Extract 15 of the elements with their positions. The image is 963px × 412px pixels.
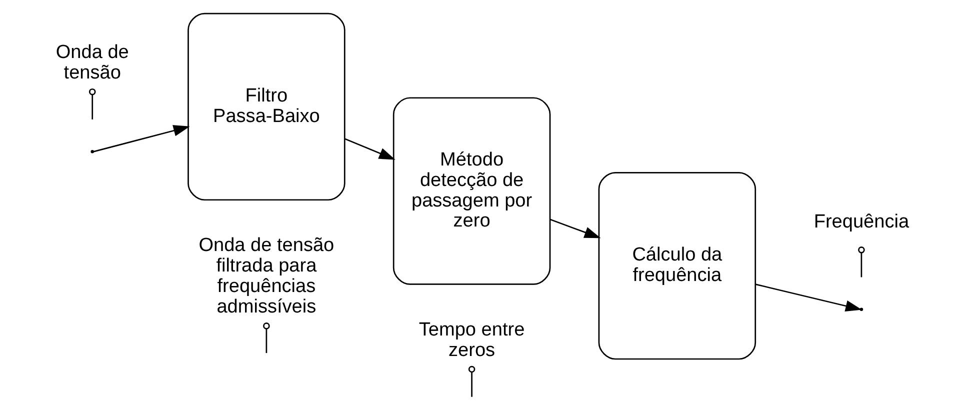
arrow: [93, 125, 190, 152]
node-box: Método detecção de passagem por zero: [392, 97, 550, 285]
node-text: Tempo entre zeros: [418, 319, 524, 361]
arrow: [550, 218, 600, 238]
connector: [470, 372, 472, 397]
connector: [91, 94, 93, 120]
node-box: Cálculo da frequência: [598, 172, 756, 360]
node-text: Onda de tensão filtrada para frequências admissíveis: [198, 235, 334, 318]
connector: [265, 328, 267, 354]
node-box: Filtro Passa-Baixo: [187, 12, 345, 201]
arrow: [344, 138, 395, 160]
node-text: Onda de tensão: [55, 42, 128, 84]
node-text: Frequência: [813, 211, 909, 232]
arrow: [754, 284, 862, 312]
connector: [860, 252, 862, 278]
